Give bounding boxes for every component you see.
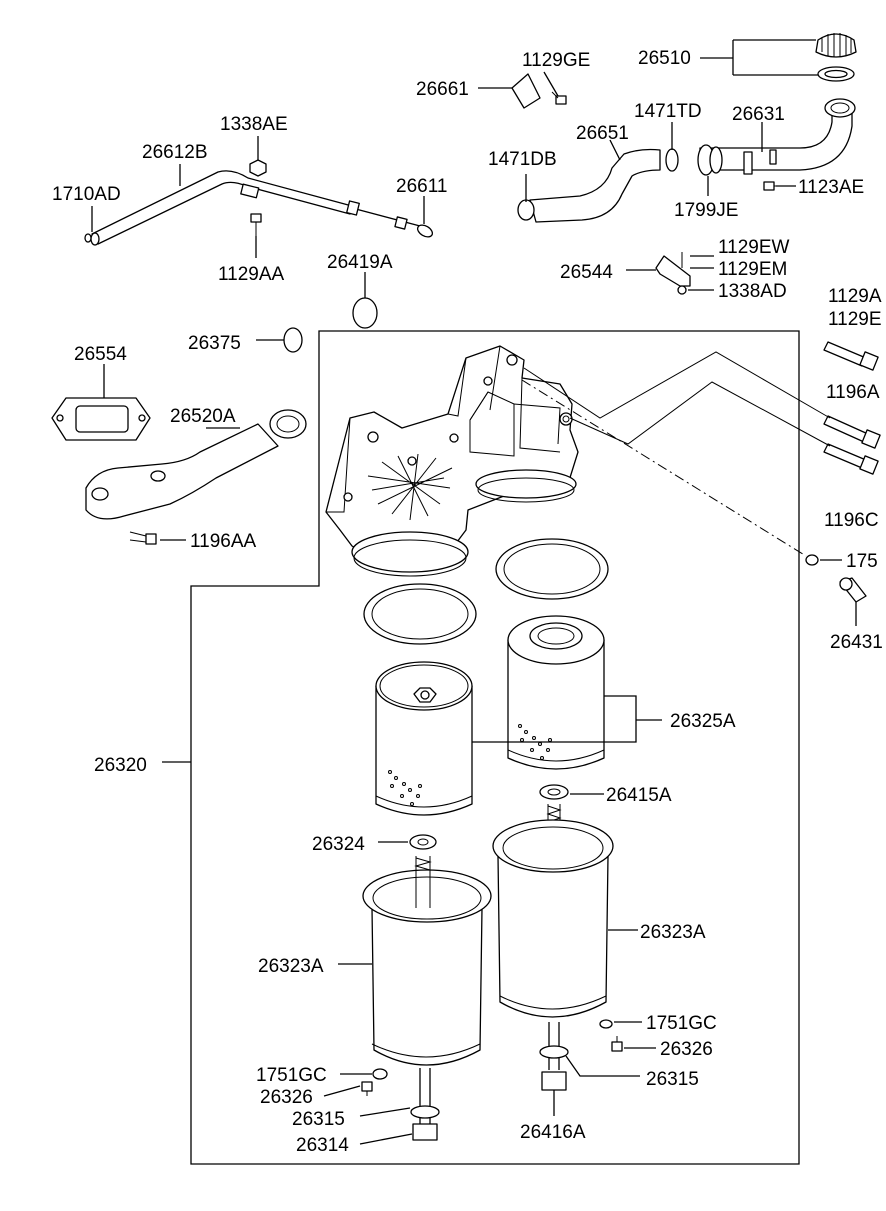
filter-case-right	[492, 819, 614, 1018]
plug-26326-left	[361, 1081, 373, 1096]
bracket-26544-part	[655, 252, 691, 295]
dipstick-tube-part	[84, 170, 353, 246]
pipe-26520A-part	[85, 409, 307, 520]
label-26314: 26314	[296, 1135, 349, 1156]
label-1471DB: 1471DB	[488, 149, 557, 170]
label-1799JE: 1799JE	[674, 200, 738, 221]
label-26661: 26661	[416, 79, 469, 100]
bolt-1129A-right	[823, 341, 879, 371]
washer-175-right	[805, 554, 819, 566]
label-1196A-right: 1196A	[826, 382, 880, 403]
label-26375: 26375	[188, 333, 241, 354]
washer-1751GC-right	[599, 1019, 613, 1029]
label-26315-right: 26315	[646, 1069, 699, 1090]
label-26612B: 26612B	[142, 142, 208, 163]
label-26554: 26554	[74, 344, 127, 365]
bracket-26661-part	[511, 73, 541, 109]
seal-ring-left	[363, 583, 477, 645]
label-26323A-left: 26323A	[258, 956, 324, 977]
bolt-1196A-right	[823, 415, 881, 449]
label-1196AA: 1196AA	[190, 531, 257, 552]
label-26315-left: 26315	[292, 1109, 345, 1130]
sensor-26431-right	[839, 577, 867, 603]
gasket-26554-part	[51, 397, 151, 441]
label-1129A-right: 1129A	[828, 286, 882, 307]
bolt-1129GE	[551, 91, 567, 105]
filter-element-left	[375, 661, 473, 816]
label-26544: 26544	[560, 262, 613, 283]
label-1338AD: 1338AD	[718, 281, 787, 302]
washer-26324	[409, 834, 437, 850]
washer-26415A	[539, 784, 569, 800]
bolt-1196AA	[129, 531, 157, 545]
hose-26651-part	[529, 148, 661, 223]
label-26326-right: 26326	[660, 1039, 713, 1060]
plug-26326-right	[611, 1036, 623, 1052]
label-26651: 26651	[576, 123, 629, 144]
filter-head-part	[325, 345, 579, 577]
label-26326-left: 26326	[260, 1087, 313, 1108]
label-26631: 26631	[732, 104, 785, 125]
center-bolt-right-26416A	[539, 1022, 569, 1091]
label-175-right: 175	[846, 551, 878, 572]
label-26611: 26611	[396, 176, 447, 197]
label-26415A: 26415A	[606, 785, 672, 806]
label-26320: 26320	[94, 755, 147, 776]
label-1751GC-right: 1751GC	[646, 1013, 717, 1034]
label-1123AE: 1123AE	[798, 177, 864, 198]
oring-26419A	[352, 297, 378, 329]
center-bolt-left-26314	[410, 1068, 440, 1141]
label-26419A: 26419A	[327, 252, 393, 273]
label-1129AA: 1129AA	[218, 264, 285, 285]
label-1196C-right: 1196C	[824, 510, 879, 531]
seal-ring-right	[495, 538, 609, 600]
label-26323A-right: 26323A	[640, 922, 706, 943]
filter-case-left	[362, 856, 492, 1066]
filler-tube-part	[699, 98, 856, 175]
label-1471TD: 1471TD	[634, 101, 702, 122]
label-1129E-right: 1129E	[828, 309, 882, 330]
dipstick-part	[346, 200, 434, 238]
clamp-1471DB	[517, 199, 535, 221]
clamp-1471TD	[665, 148, 679, 172]
label-26431-right: 26431	[830, 632, 883, 653]
assembly-boundary-26320	[190, 330, 800, 1165]
label-26510: 26510	[638, 48, 691, 69]
label-1710AD: 1710AD	[52, 184, 121, 205]
bolt-1196C-right	[823, 443, 879, 475]
label-1751GC-left: 1751GC	[256, 1065, 327, 1086]
filler-cap-part	[815, 33, 857, 82]
label-26520A: 26520A	[170, 406, 236, 427]
bolt-1129AA	[250, 213, 262, 236]
label-26416A: 26416A	[520, 1122, 586, 1143]
label-1129GE: 1129GE	[522, 50, 590, 71]
leader-lines	[91, 71, 857, 1145]
label-26324: 26324	[312, 834, 365, 855]
label-1338AE: 1338AE	[220, 114, 288, 135]
label-1129EM: 1129EM	[718, 259, 787, 280]
label-26325A: 26325A	[670, 711, 736, 732]
washer-1751GC-left	[372, 1068, 388, 1080]
hose-clamp-1799JE	[697, 144, 723, 176]
oring-26375	[283, 327, 303, 353]
nut-1338AE	[249, 159, 267, 177]
label-1129EW: 1129EW	[718, 237, 790, 258]
filter-element-right	[507, 615, 605, 770]
